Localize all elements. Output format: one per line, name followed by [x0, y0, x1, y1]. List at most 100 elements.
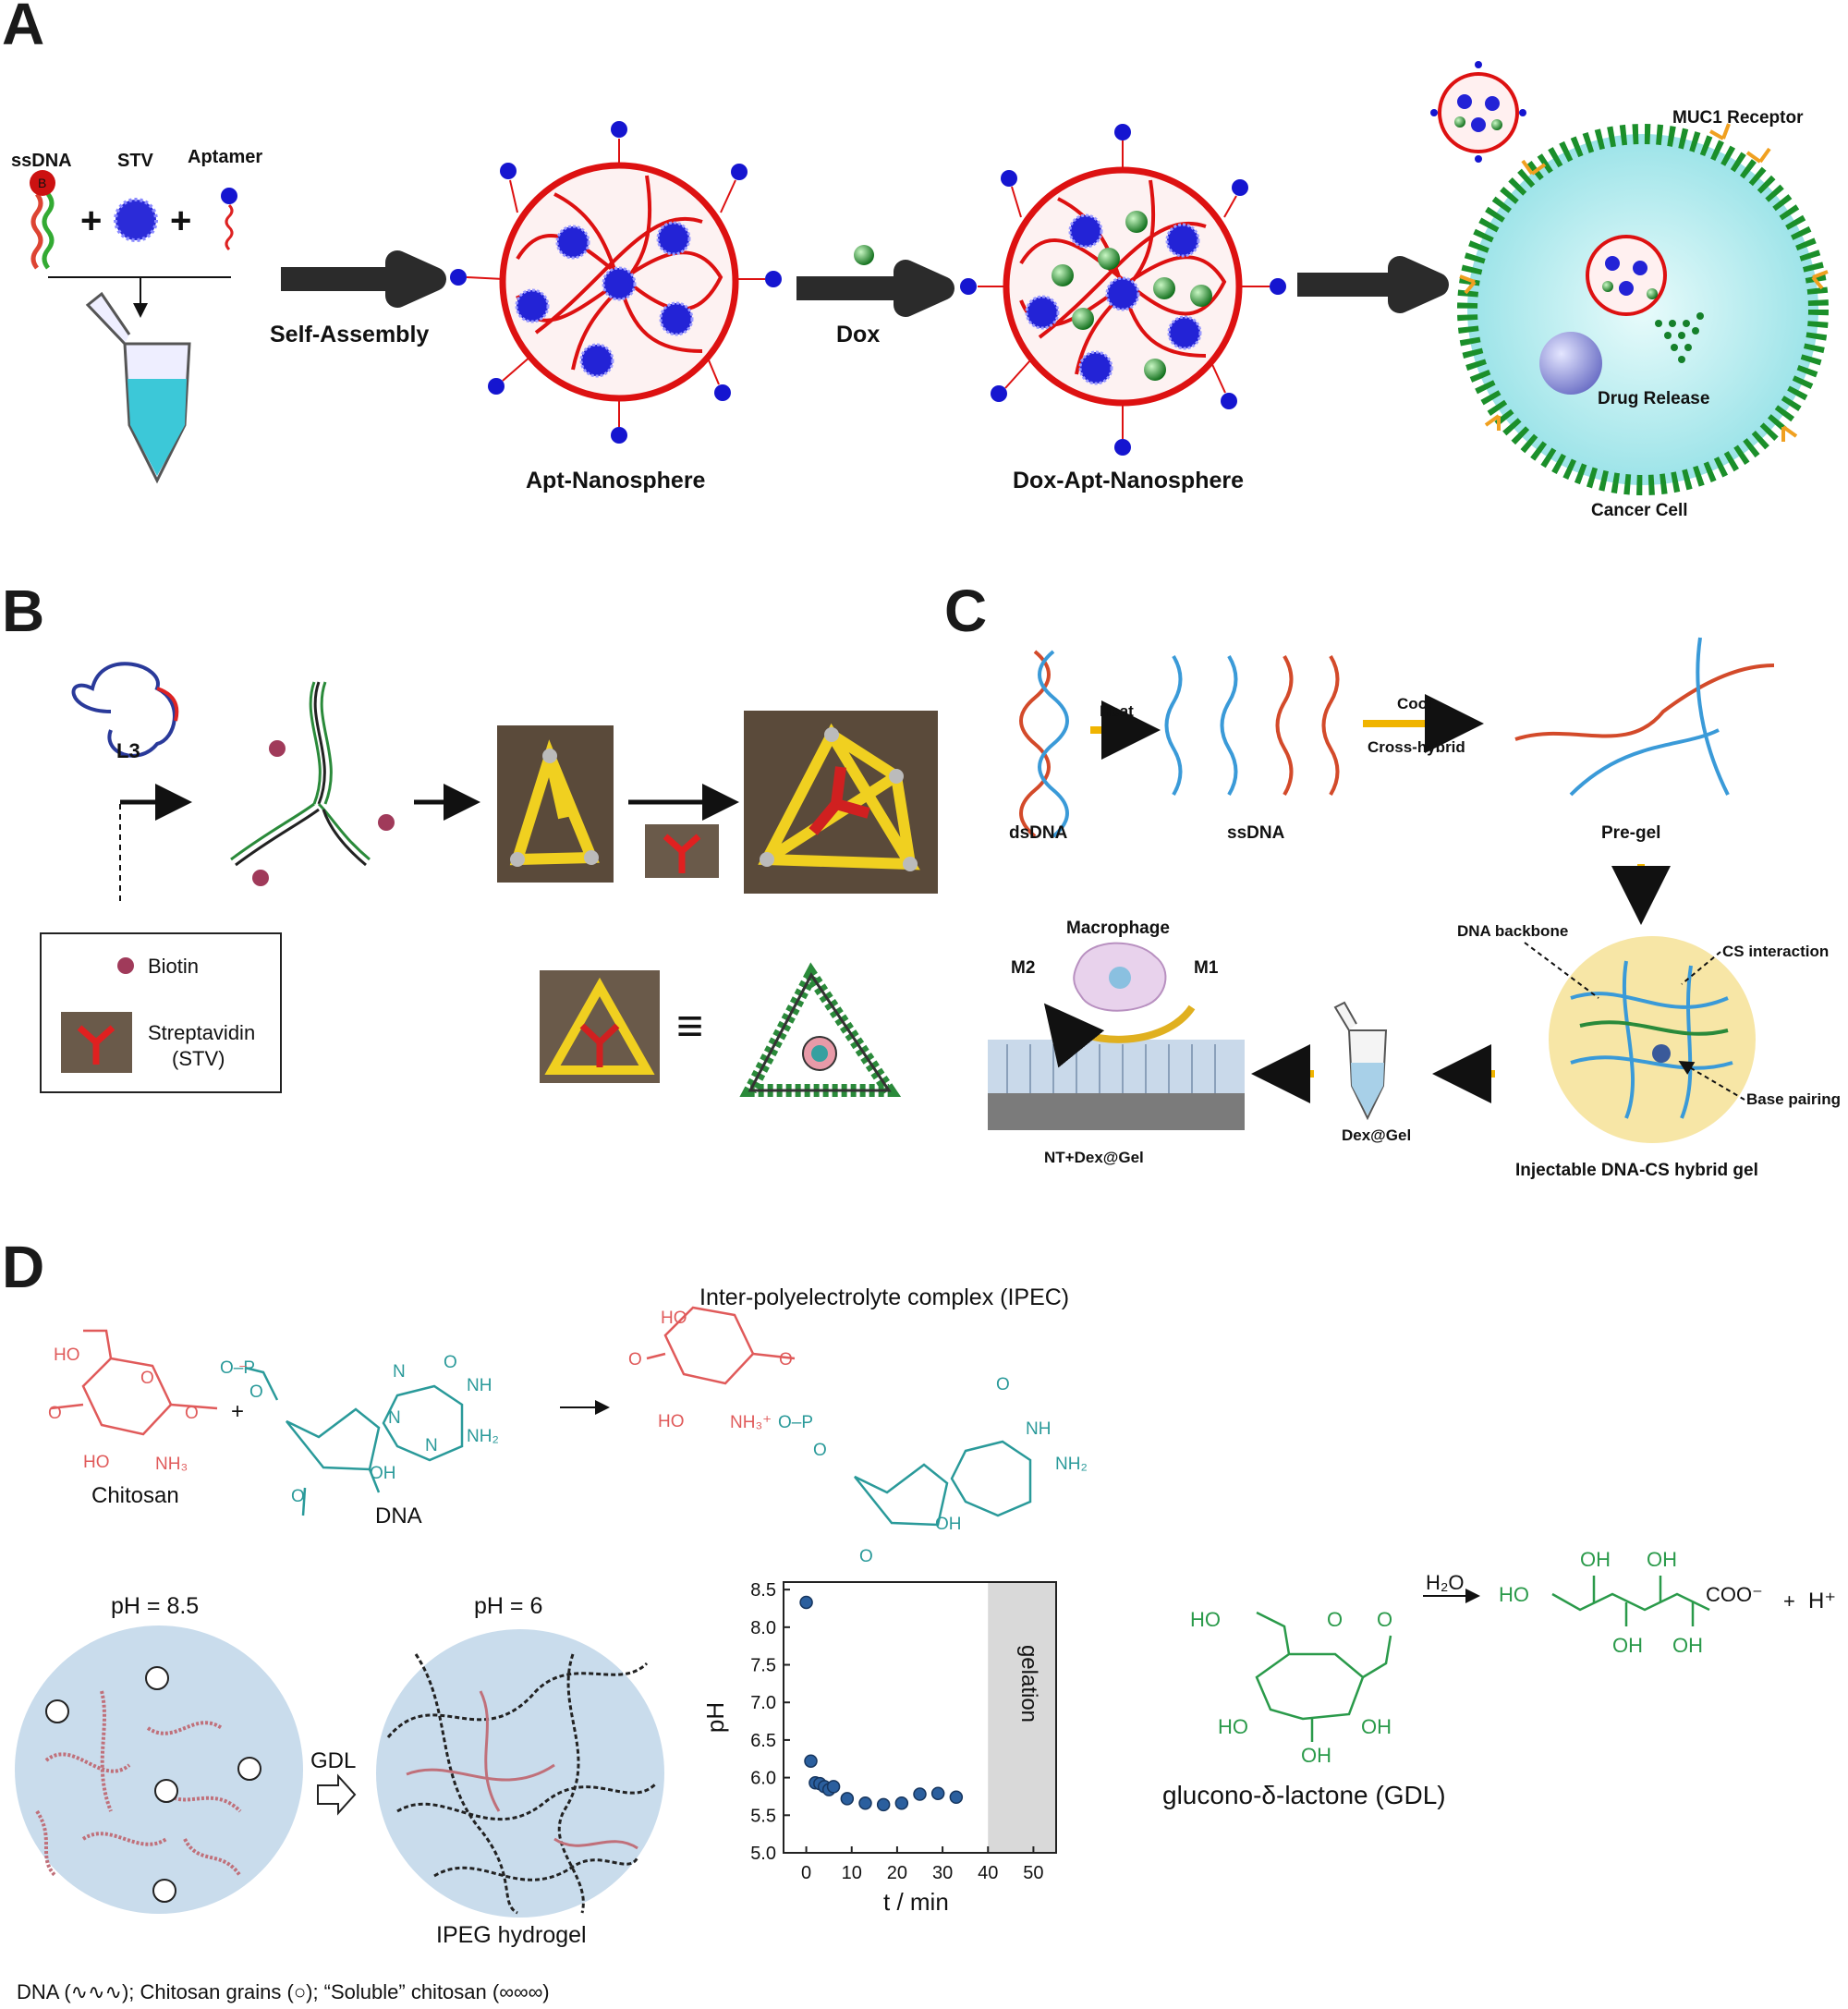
svg-text:O: O [291, 1487, 305, 1506]
heat-label: Heat [1100, 702, 1134, 720]
svg-text:OH: OH [1612, 1634, 1643, 1657]
svg-text:HO: HO [54, 1345, 80, 1365]
dna-label: DNA [375, 1504, 422, 1528]
x-tick-label: 30 [932, 1863, 953, 1883]
gel-leader-lines [1524, 942, 1745, 1101]
mixing-bracket [48, 276, 231, 314]
svg-text:OH: OH [1647, 1548, 1677, 1571]
ssdna-c-label: ssDNA [1227, 823, 1285, 843]
ssdna-strand-icon: B [30, 170, 55, 270]
dna-backbone-label: DNA backbone [1457, 922, 1568, 940]
plus-2: + [170, 201, 191, 241]
svg-text:⁻: ⁻ [238, 1360, 248, 1380]
dsdna-helix-icon [1019, 650, 1069, 838]
svg-text:O: O [779, 1350, 793, 1370]
y-tick-label: 8.0 [750, 1618, 776, 1638]
biotin-legend-label: Biotin [148, 955, 199, 978]
biotin-mark: B [38, 176, 46, 190]
assembled-tetrahedron-photo [744, 711, 938, 894]
dexgel-tube-icon [1333, 1001, 1388, 1121]
panel-label-a: A [2, 0, 44, 57]
dox-label: Dox [836, 322, 880, 347]
data-point [804, 1754, 818, 1768]
pregel-label: Pre-gel [1601, 823, 1660, 843]
svg-text:OH: OH [370, 1464, 396, 1483]
svg-text:HO: HO [1218, 1715, 1248, 1738]
svg-text:N: N [388, 1408, 401, 1428]
polarization-arrow [1043, 1003, 1196, 1068]
svg-text:O: O [628, 1350, 642, 1370]
y-tick-label: 5.5 [750, 1806, 776, 1826]
nucleus [1539, 332, 1602, 395]
cool-label: Cool [1397, 695, 1432, 712]
legend-line: DNA (∿∿∿); Chitosan grains (○); “Soluble… [17, 1980, 550, 2003]
y-tick-label: 7.5 [750, 1656, 776, 1676]
gdl-hollow-arrow [317, 1773, 357, 1816]
svg-text:N: N [393, 1362, 406, 1382]
plus-1: + [80, 201, 102, 241]
muc1-receptor-label: MUC1 Receptor [1672, 108, 1804, 128]
stv-label: STV [117, 151, 154, 171]
svg-text:HO: HO [661, 1309, 687, 1328]
data-point [826, 1780, 841, 1794]
ipeg-label: IPEG hydrogel [436, 1922, 587, 1948]
stv-model-photo [645, 824, 719, 878]
plus-proton: + [1783, 1589, 1795, 1613]
x-tick-label: 10 [842, 1863, 862, 1883]
eppendorf-tube-icon [85, 291, 191, 484]
svg-text:OH: OH [1672, 1634, 1703, 1657]
gdl-structure [1255, 1611, 1392, 1742]
dexgel-label: Dex@Gel [1342, 1126, 1411, 1144]
data-point [913, 1787, 927, 1801]
ipec-title: Inter-polyelectrolyte complex (IPEC) [699, 1285, 1069, 1310]
gelation-region [988, 1583, 1055, 1852]
panel-label-b: B [2, 578, 44, 644]
x-axis-label: t / min [883, 1888, 949, 1916]
data-point [894, 1796, 909, 1810]
gdl-name-label: glucono-δ-lactone (GDL) [1162, 1781, 1446, 1809]
svg-text:O: O [249, 1382, 263, 1402]
gluconic-acid-structure [1551, 1576, 1710, 1626]
svg-text:O–P: O–P [778, 1413, 813, 1432]
m2-label: M2 [1011, 958, 1035, 978]
svg-text:NH₂: NH₂ [467, 1427, 499, 1446]
tetrahedron-model-photo [497, 725, 614, 883]
ph85-solution-circle [15, 1625, 303, 1914]
plus-d: + [231, 1399, 244, 1424]
streptavidin-legend-label: Streptavidin [148, 1021, 255, 1044]
x-tick-label: 50 [1023, 1863, 1043, 1883]
x-tick-label: 40 [978, 1863, 998, 1883]
dna-triangle-schematic [739, 962, 902, 1097]
base-pairing-label: Base pairing [1746, 1090, 1841, 1108]
y-tick-label: 6.0 [750, 1769, 776, 1789]
self-assembly-arrow [281, 250, 446, 308]
l3-loop: L3 [71, 662, 179, 762]
chitosan-label: Chitosan [91, 1483, 179, 1508]
cancer-cell-label: Cancer Cell [1591, 501, 1688, 520]
svg-text:HO: HO [658, 1412, 685, 1431]
y-axis-label: pH [701, 1702, 729, 1733]
triangle-model-photo [540, 970, 660, 1083]
injectable-gel-label: Injectable DNA-CS hybrid gel [1515, 1161, 1758, 1180]
svg-text:OH: OH [1580, 1548, 1611, 1571]
svg-text:OH: OH [1301, 1744, 1331, 1767]
macrophage-label: Macrophage [1066, 919, 1170, 938]
l3-label: L3 [116, 739, 140, 762]
macrophage-icon [1073, 942, 1167, 1012]
stv-legend-label: (STV) [172, 1047, 225, 1070]
proton-label: H⁺ [1808, 1589, 1836, 1613]
equivalence-sign: ≡ [676, 1000, 703, 1052]
approaching-nanosphere [1430, 61, 1526, 163]
data-point [949, 1790, 964, 1805]
svg-text:O: O [444, 1353, 457, 1372]
y-tick-label: 8.5 [750, 1580, 776, 1601]
cs-interaction-label: CS interaction [1722, 943, 1829, 960]
svg-text:O: O [185, 1404, 199, 1423]
ph-right-label: pH = 6 [474, 1593, 542, 1619]
biotin-legend-dot [117, 957, 134, 974]
